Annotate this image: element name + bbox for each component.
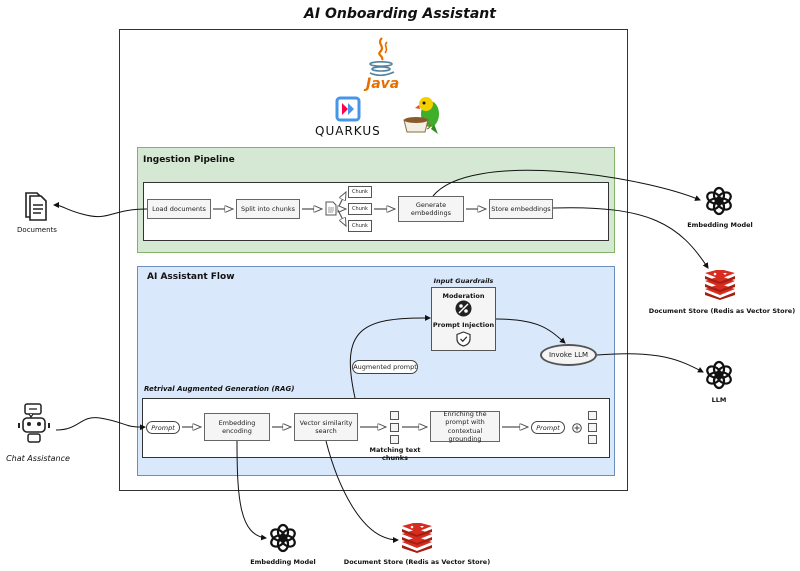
embedding-model-top-label: Embedding Model xyxy=(687,221,753,229)
input-guardrails-box xyxy=(431,287,496,351)
moderation-label: Moderation xyxy=(442,292,485,300)
document-store-bottom-label: Document Store (Redis as Vector Store) xyxy=(343,558,491,566)
matching-chunk-3 xyxy=(390,435,399,444)
document-file-icon xyxy=(325,201,337,216)
document-store-top-label: Document Store (Redis as Vector Store) xyxy=(648,307,796,315)
quarkus-mark-icon xyxy=(335,96,361,122)
matching-text-chunks-label: Matching text chunks xyxy=(369,446,421,462)
ingestion-pipeline-title: Ingestion Pipeline xyxy=(143,155,235,165)
enrich-prompt-step: Enriching the prompt with contextual gro… xyxy=(430,410,500,443)
load-documents-step: Load documents xyxy=(147,199,211,219)
context-chunk-3 xyxy=(588,435,597,444)
redis-icon-bottom xyxy=(400,523,434,553)
assistant-flow-title: AI Assistant Flow xyxy=(147,272,235,282)
openai-icon-llm xyxy=(704,360,734,390)
documents-label: Documents xyxy=(17,226,57,234)
llm-label: LLM xyxy=(711,396,727,404)
matching-chunk-2 xyxy=(390,423,399,432)
prompt-output-bubble: Prompt xyxy=(531,421,565,434)
langchain4j-parrot-logo xyxy=(398,96,444,136)
invoke-llm-node: Invoke LLM xyxy=(540,344,597,366)
java-logo: Java xyxy=(362,36,402,94)
plus-icon xyxy=(572,423,582,433)
documents-icon xyxy=(23,190,51,222)
java-cup-icon xyxy=(369,37,395,77)
context-chunk-1 xyxy=(588,411,597,420)
quarkus-logo: QUARKUS xyxy=(312,96,384,140)
chat-robot-icon xyxy=(18,403,52,445)
chunk-box-2: Chunk xyxy=(348,203,372,215)
prompt-injection-label: Prompt Injection xyxy=(432,321,495,329)
shield-check-icon xyxy=(456,331,471,347)
augmented-prompt-bubble: Augmented prompt xyxy=(352,360,418,374)
split-chunks-step: Split into chunks xyxy=(236,199,300,219)
context-chunk-2 xyxy=(588,423,597,432)
chat-assistance-label: Chat Assistance xyxy=(6,454,70,463)
vector-similarity-step: Vector similarity search xyxy=(294,413,358,441)
chunk-box-3: Chunk xyxy=(348,220,372,232)
rag-title: Retrival Augmented Generation (RAG) xyxy=(144,385,295,393)
parrot-icon xyxy=(403,97,439,134)
openai-icon-embedding-top xyxy=(704,186,734,216)
quarkus-wordmark: QUARKUS xyxy=(315,124,381,138)
matching-chunk-1 xyxy=(390,411,399,420)
store-embeddings-step: Store embeddings xyxy=(489,199,553,219)
diagram-title: AI Onboarding Assistant xyxy=(304,6,496,22)
moderation-icon xyxy=(455,300,472,317)
embedding-model-bottom-label: Embedding Model xyxy=(250,558,316,566)
prompt-input-bubble: Prompt xyxy=(146,421,180,434)
input-guardrails-title: Input Guardrails xyxy=(433,277,494,285)
generate-embeddings-step: Generate embeddings xyxy=(398,196,464,222)
java-wordmark: Java xyxy=(366,76,400,92)
openai-icon-embedding-bottom xyxy=(268,523,298,553)
chunk-box-1: Chunk xyxy=(348,186,372,198)
embedding-encoding-step: Embedding encoding xyxy=(204,413,270,441)
redis-icon-top xyxy=(703,270,737,300)
